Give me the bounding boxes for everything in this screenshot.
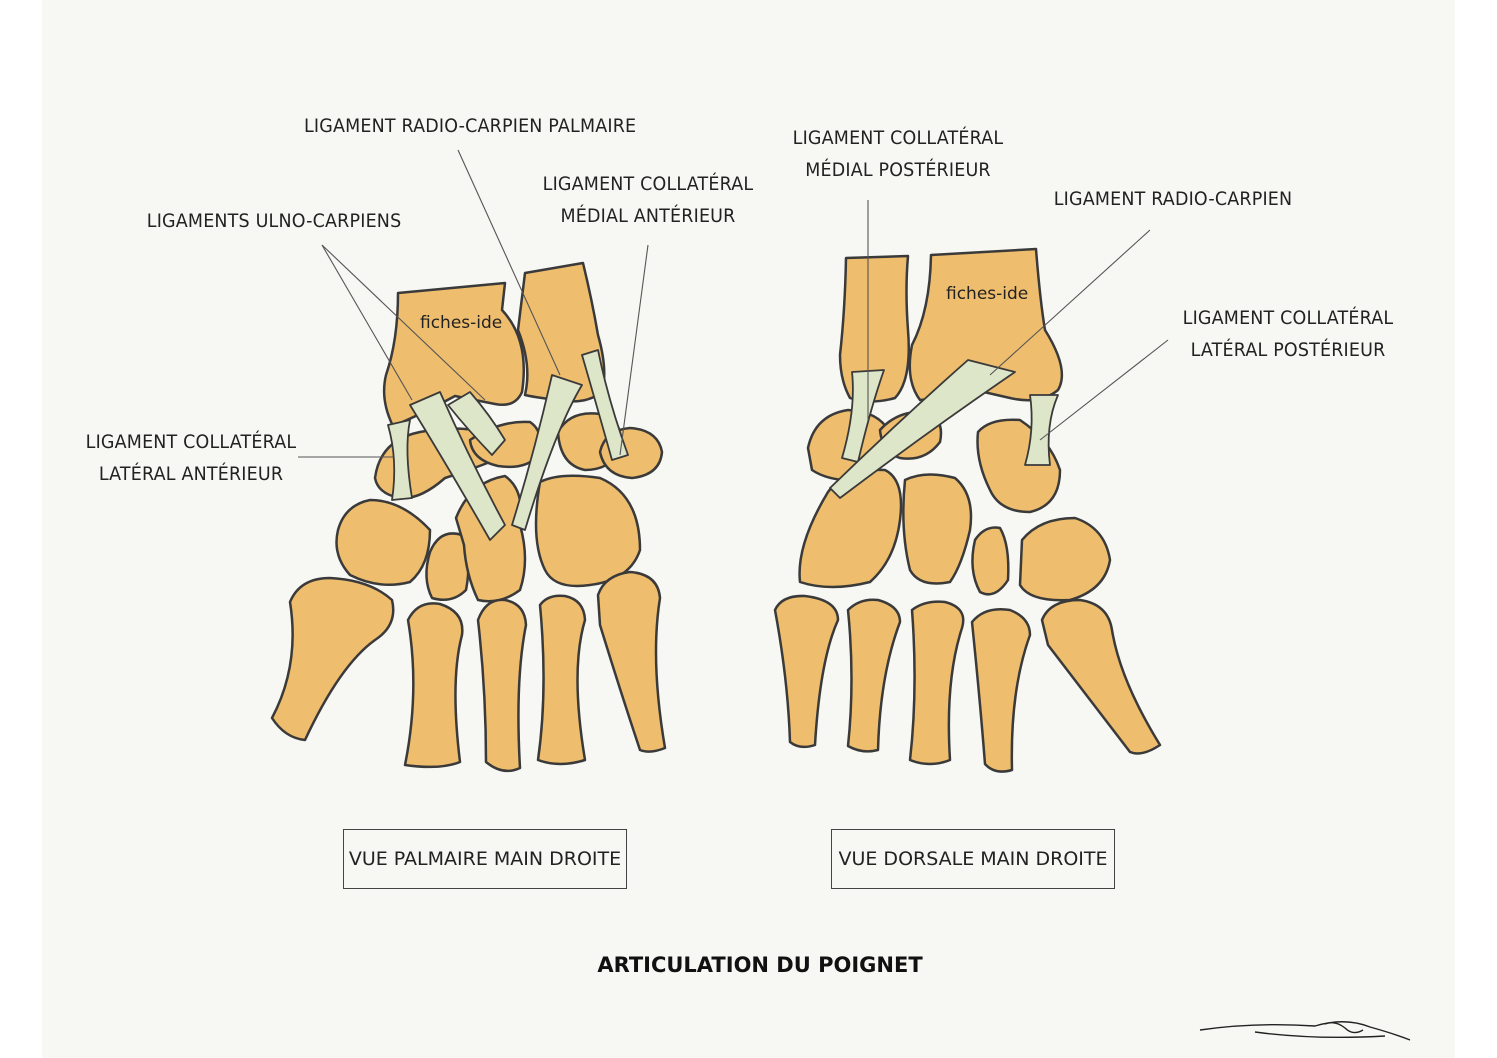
signature <box>1199 1021 1411 1041</box>
metacarpal-2 <box>403 602 464 769</box>
trapezium-bone <box>335 498 432 587</box>
label-line-1: LIGAMENT COLLATÉRAL <box>1182 307 1394 329</box>
label-line-2: MÉDIAL ANTÉRIEUR <box>560 205 736 227</box>
label-text: LIGAMENTS ULNO-CARPIENS <box>146 210 402 232</box>
ligament-collateral-lateral-posterieur <box>1024 394 1059 466</box>
label-collateral-lateral-anterieur: LIGAMENT COLLATÉRAL LATÉRAL ANTÉRIEUR <box>85 426 297 490</box>
watermark-right: fiches-ide <box>946 284 1029 304</box>
dorsal-view-bones <box>773 247 1162 773</box>
trapezoid-bone-dorsal <box>971 526 1010 596</box>
metacarpal-4-dorsal <box>846 598 902 753</box>
label-collateral-medial-anterieur: LIGAMENT COLLATÉRAL MÉDIAL ANTÉRIEUR <box>539 168 756 232</box>
ligament-radio-carpien-palmaire <box>511 374 583 531</box>
metacarpal-5-dorsal <box>773 594 840 749</box>
label-radio-carpien-palmaire: LIGAMENT RADIO-CARPIEN PALMAIRE <box>304 110 637 142</box>
metacarpal-4 <box>536 594 587 766</box>
label-radio-carpien: LIGAMENT RADIO-CARPIEN <box>1051 183 1296 215</box>
capitate-bone-dorsal <box>902 473 973 585</box>
drawing-sheet <box>42 0 1455 1058</box>
palmar-view-caption: VUE PALMAIRE MAIN DROITE <box>343 829 627 889</box>
label-line-2: LATÉRAL ANTÉRIEUR <box>98 463 284 485</box>
label-leader-lines <box>298 149 1169 458</box>
trapezium-bone-dorsal <box>1018 516 1112 602</box>
watermark-left: fiches-ide <box>420 313 503 333</box>
ligament-collateral-lateral-anterieur <box>387 419 413 501</box>
metacarpal-3-dorsal <box>908 600 965 766</box>
label-line-2: MÉDIAL POSTÉRIEUR <box>805 159 991 181</box>
label-collateral-medial-posterieur: LIGAMENT COLLATÉRAL MÉDIAL POSTÉRIEUR <box>789 122 1006 186</box>
metacarpal-1 <box>270 576 395 742</box>
label-ulno-carpiens: LIGAMENTS ULNO-CARPIENS <box>146 205 402 237</box>
ligament-ulno-carpien-2 <box>447 391 506 456</box>
trapezoid-bone <box>425 532 470 601</box>
metacarpal-1-dorsal <box>1040 598 1162 755</box>
palmar-view-bones <box>270 261 667 773</box>
ligament-radio-carpien <box>829 359 1016 499</box>
label-line-1: LIGAMENT COLLATÉRAL <box>85 431 297 453</box>
page-title: ARTICULATION DU POIGNET <box>597 953 923 977</box>
ligament-ulno-carpien-1 <box>409 391 506 541</box>
label-text: LIGAMENT RADIO-CARPIEN <box>1053 188 1293 210</box>
ulna-bone <box>516 261 606 403</box>
ligament-collateral-medial-anterieur <box>581 349 629 461</box>
label-line-2: LATÉRAL POSTÉRIEUR <box>1190 339 1386 361</box>
hamate-bone <box>534 474 642 588</box>
radius-bone-dorsal <box>908 247 1064 402</box>
metacarpal-3 <box>476 598 528 773</box>
metacarpal-2-dorsal <box>970 608 1032 773</box>
label-text: LIGAMENT RADIO-CARPIEN PALMAIRE <box>304 115 637 137</box>
label-line-1: LIGAMENT COLLATÉRAL <box>542 173 754 195</box>
ligaments <box>387 349 1059 541</box>
metacarpal-5 <box>596 570 667 753</box>
label-collateral-lateral-posterieur: LIGAMENT COLLATÉRAL LATÉRAL POSTÉRIEUR <box>1179 302 1396 366</box>
label-line-1: LIGAMENT COLLATÉRAL <box>792 127 1004 149</box>
dorsal-view-caption: VUE DORSALE MAIN DROITE <box>831 829 1115 889</box>
